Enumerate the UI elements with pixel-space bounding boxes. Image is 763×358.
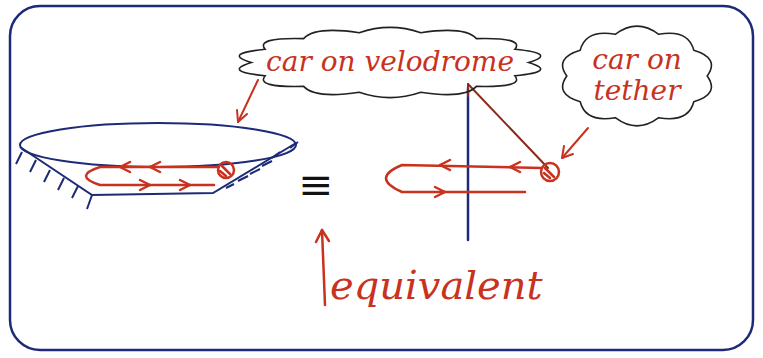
velodrome (16, 123, 298, 209)
tether (468, 84, 548, 240)
note-text: equivalent (330, 262, 543, 308)
leader-arrow (562, 128, 588, 158)
callout-cloud: car on velodrome (230, 21, 550, 104)
callout-text: car on velodrome (230, 47, 550, 78)
tether-track (386, 160, 559, 197)
velodrome-track (86, 162, 234, 190)
callout-text: car on tether (553, 45, 721, 107)
callout-cloud: car on tether (553, 19, 721, 133)
pointer-arrow (316, 230, 329, 305)
equivalence-sign: ≡ (298, 160, 333, 209)
leader-arrow (237, 80, 258, 122)
frame (10, 6, 753, 350)
